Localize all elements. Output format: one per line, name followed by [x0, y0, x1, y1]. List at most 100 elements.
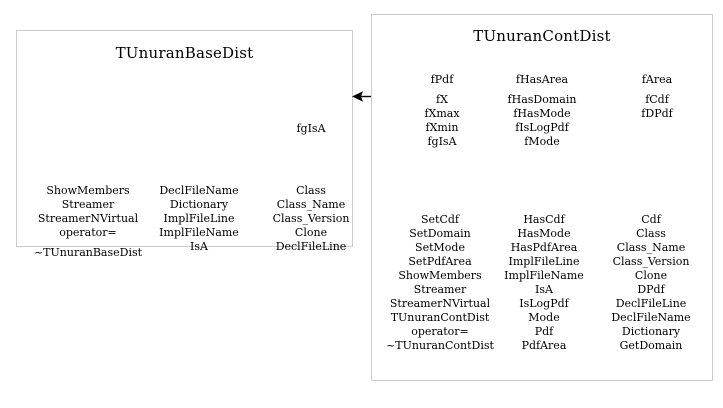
inheritance-arrow-icon [352, 91, 372, 102]
member-label: PdfArea [521, 339, 567, 352]
member-label: Clone [294, 226, 328, 239]
member-label: fgIsA [296, 122, 326, 135]
method-class-version[interactable]: Class_Version [273, 212, 350, 226]
method-setcdf[interactable]: SetCdf [421, 213, 459, 227]
member-label: DeclFileLine [275, 240, 347, 253]
member-label: Class_Name [616, 241, 686, 254]
method-declfilename[interactable]: DeclFileName [159, 184, 238, 198]
method-setdomain[interactable]: SetDomain [409, 227, 471, 241]
member-label: Streamer [61, 198, 115, 211]
method-showmembers[interactable]: ShowMembers [398, 269, 481, 283]
member-label: StreamerNVirtual [389, 297, 491, 310]
member-label: ~TUnuranBaseDist [33, 246, 143, 259]
method-class-name[interactable]: Class_Name [617, 241, 685, 255]
method-mode[interactable]: Mode [528, 311, 559, 325]
member-label: Cdf [641, 213, 661, 226]
method-class-name[interactable]: Class_Name [277, 198, 345, 212]
method-clone[interactable]: Clone [635, 269, 667, 283]
member-label: operator= [59, 226, 117, 239]
method-dictionary[interactable]: Dictionary [170, 198, 228, 212]
method-class[interactable]: Class [296, 184, 326, 198]
member-label: ImplFileName [159, 226, 239, 239]
attribute-fhasdomain[interactable]: fHasDomain [508, 93, 577, 107]
member-label: Streamer [413, 283, 467, 296]
method-streamernvirtual[interactable]: StreamerNVirtual [390, 297, 490, 311]
member-label: TUnuranContDist [390, 311, 490, 324]
attribute-fmode[interactable]: fMode [524, 135, 560, 149]
method-isa[interactable]: IsA [535, 283, 553, 297]
attribute-fhasarea[interactable]: fHasArea [516, 73, 568, 87]
method-declfileline[interactable]: DeclFileLine [276, 240, 347, 254]
attribute-fx[interactable]: fX [436, 93, 448, 107]
attribute-fgisa[interactable]: fgIsA [427, 135, 456, 149]
method-hascdf[interactable]: HasCdf [523, 213, 564, 227]
attribute-fdpdf[interactable]: fDPdf [641, 107, 672, 121]
method-hasmode[interactable]: HasMode [517, 227, 570, 241]
attribute-fcdf[interactable]: fCdf [645, 93, 669, 107]
method-class-version[interactable]: Class_Version [613, 255, 690, 269]
member-label: fHasDomain [507, 93, 577, 106]
member-label: Class [296, 184, 326, 197]
attribute-fpdf[interactable]: fPdf [431, 73, 454, 87]
attribute-fxmin[interactable]: fXmin [426, 121, 459, 135]
member-label: StreamerNVirtual [37, 212, 139, 225]
method-tunuranbasedist[interactable]: ~TUnuranBaseDist [34, 246, 142, 260]
method-declfilename[interactable]: DeclFileName [611, 311, 690, 325]
member-label: Class_Version [612, 255, 690, 268]
method-dpdf[interactable]: DPdf [637, 283, 664, 297]
class-title-derived: TUnuranContDist [473, 27, 611, 45]
member-label: DeclFileName [159, 184, 239, 197]
member-label: DeclFileName [611, 311, 691, 324]
member-label: HasCdf [523, 213, 565, 226]
method-class[interactable]: Class [636, 227, 666, 241]
member-label: HasPdfArea [510, 241, 578, 254]
method-cdf[interactable]: Cdf [641, 213, 661, 227]
method-implfilename[interactable]: ImplFileName [159, 226, 239, 240]
member-label: SetDomain [409, 227, 471, 240]
method-streamer[interactable]: Streamer [414, 283, 466, 297]
method-haspdfarea[interactable]: HasPdfArea [511, 241, 578, 255]
method-tunurancontdist[interactable]: ~TUnuranContDist [386, 339, 494, 353]
method-tunurancontdist[interactable]: TUnuranContDist [391, 311, 490, 325]
method-showmembers[interactable]: ShowMembers [46, 184, 129, 198]
method-streamer[interactable]: Streamer [62, 198, 114, 212]
method-setmode[interactable]: SetMode [415, 241, 465, 255]
method-implfileline[interactable]: ImplFileLine [509, 255, 580, 269]
class-title-base: TUnuranBaseDist [115, 44, 254, 62]
method-isa[interactable]: IsA [190, 240, 208, 254]
method-declfileline[interactable]: DeclFileLine [616, 297, 687, 311]
method-clone[interactable]: Clone [295, 226, 327, 240]
method-dictionary[interactable]: Dictionary [622, 325, 680, 339]
member-label: IsA [535, 283, 553, 296]
attribute-fislogpdf[interactable]: fIsLogPdf [515, 121, 569, 135]
method-operator[interactable]: operator= [411, 325, 469, 339]
method-islogpdf[interactable]: IsLogPdf [519, 297, 568, 311]
member-label: IsLogPdf [519, 297, 569, 310]
attribute-fhasmode[interactable]: fHasMode [513, 107, 570, 121]
member-label: Dictionary [169, 198, 229, 211]
attribute-farea[interactable]: fArea [642, 73, 672, 87]
method-setpdfarea[interactable]: SetPdfArea [408, 255, 471, 269]
method-pdfarea[interactable]: PdfArea [522, 339, 567, 353]
attribute-fxmax[interactable]: fXmax [424, 107, 459, 121]
method-pdf[interactable]: Pdf [535, 325, 554, 339]
method-operator[interactable]: operator= [59, 226, 117, 240]
member-label: fIsLogPdf [515, 121, 569, 134]
member-label: fXmin [425, 121, 459, 134]
attribute-fgisa[interactable]: fgIsA [296, 122, 325, 136]
method-implfilename[interactable]: ImplFileName [504, 269, 584, 283]
method-streamernvirtual[interactable]: StreamerNVirtual [38, 212, 138, 226]
method-getdomain[interactable]: GetDomain [620, 339, 683, 353]
method-implfileline[interactable]: ImplFileLine [164, 212, 235, 226]
member-label: ImplFileName [504, 269, 584, 282]
member-label: Dictionary [621, 325, 681, 338]
